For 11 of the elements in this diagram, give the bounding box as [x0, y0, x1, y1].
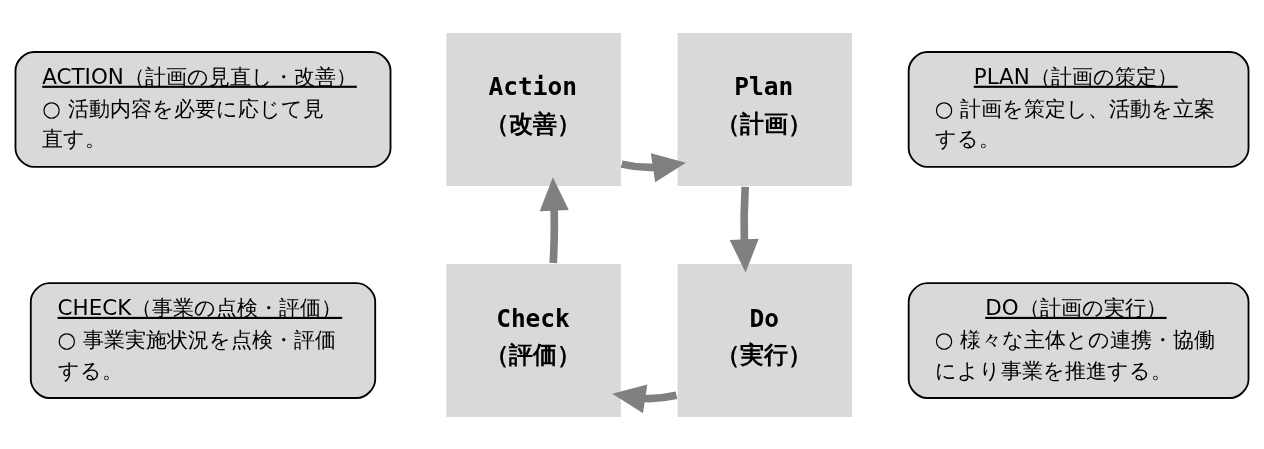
arrow: [620, 152, 686, 182]
node-box: DO（計画の実行） ○ 様々な主体との連携・協働により事業を推進する。: [907, 281, 1250, 399]
arrow: [539, 176, 569, 263]
node-box: Action （改善）: [444, 30, 623, 187]
node-box: ACTION（計画の見直し・改善） ○ 活動内容を必要に応じて見直す。: [14, 50, 392, 168]
node-box: PLAN（計画の策定） ○ 計画を策定し、活動を立案する。: [907, 50, 1250, 168]
arrow: [729, 186, 759, 273]
node-box: Plan （計画）: [676, 30, 854, 187]
node-box: Check （評価）: [444, 262, 623, 419]
node-box: Do （実行）: [676, 262, 854, 419]
node-box: CHECK（事業の点検・評価） ○ 事業実施状況を点検・評価する。: [29, 281, 377, 399]
